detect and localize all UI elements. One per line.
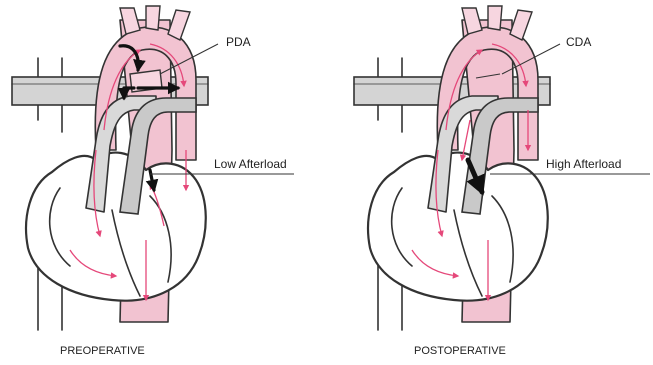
cda-label: CDA xyxy=(566,35,591,49)
preoperative-panel: PDA Low Afterload PREOPERATIVE xyxy=(12,6,294,357)
low-afterload-label: Low Afterload xyxy=(214,157,287,171)
postoperative-caption: POSTOPERATIVE xyxy=(414,345,506,357)
high-afterload-label: High Afterload xyxy=(546,157,621,171)
pda-label: PDA xyxy=(226,35,251,49)
postoperative-panel: CDA High Afterload POSTOPERATIVE xyxy=(354,6,650,357)
preoperative-caption: PREOPERATIVE xyxy=(60,345,145,357)
